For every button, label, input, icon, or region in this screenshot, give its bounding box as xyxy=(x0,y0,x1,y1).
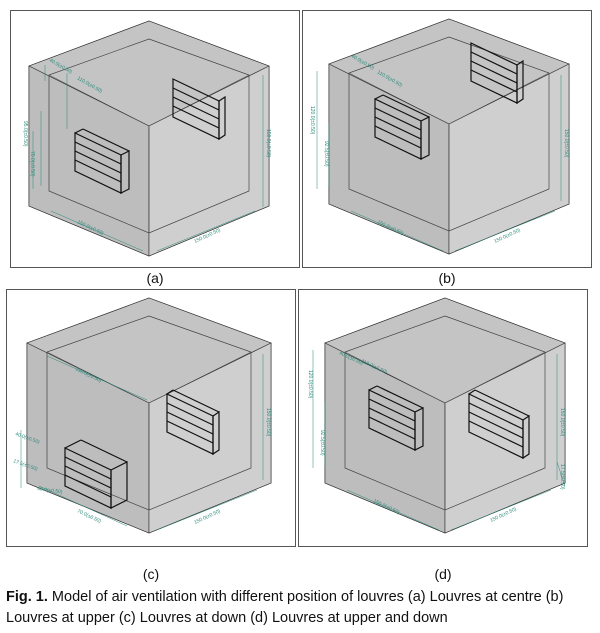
figure-panel-c: 150.0(±0.50) 40.0(±0.50) 17.5(±0.50) 40.… xyxy=(6,289,296,547)
figure-panel-b: 40.0(±0.50) 110.0(±0.50) 120.0(±0.50) 92… xyxy=(302,10,592,268)
panel-label-c: (c) xyxy=(142,566,160,582)
louvre-right-a xyxy=(172,78,226,141)
louvre-right-d xyxy=(468,389,530,460)
panel-label-b: (b) xyxy=(438,270,456,286)
dim-side-high: 120.0(±0.50) xyxy=(307,370,313,399)
louvre-left-b xyxy=(374,94,430,160)
figure-panel-a: 40.0(±0.50) 110.0(±0.50) 95.0(±0.50) 70.… xyxy=(10,10,300,268)
dim-right: 150.0(±0.50) xyxy=(563,129,569,158)
panel-label-a: (a) xyxy=(146,270,164,286)
dim-right: 150.0(±0.50) xyxy=(265,129,271,158)
dim-right: 150.0(±0.50) xyxy=(265,408,271,437)
panel-label-d: (d) xyxy=(434,566,452,582)
dim-side-low: 92.5(±0.50) xyxy=(323,141,329,167)
figure-number: Fig. 1. xyxy=(6,589,48,605)
box-drawing-b: 40.0(±0.50) 110.0(±0.50) 120.0(±0.50) 92… xyxy=(309,18,570,255)
dim-side-high: 120.0(±0.50) xyxy=(309,106,315,135)
louvre-right-c xyxy=(166,389,220,456)
dim-side-low: 92.5(±0.50) xyxy=(319,430,325,456)
caption-text: Model of air ventilation with different … xyxy=(6,589,564,626)
figure-panel-d: 40.0(±0.50) 110.0(±0.50) 120.0(±0.50) 92… xyxy=(298,289,588,547)
dim-side-high: 95.0(±0.50) xyxy=(22,121,28,147)
louvre-right-b xyxy=(470,42,524,105)
dim-right: 150.0(±0.50) xyxy=(559,408,565,437)
louvre-left-a xyxy=(74,128,130,194)
box-drawing-d: 40.0(±0.50) 110.0(±0.50) 120.0(±0.50) 92… xyxy=(307,297,566,534)
dim-side-low: 70.0(±0.50) xyxy=(29,151,35,177)
dim-right-low: 17.5(±0.50) xyxy=(559,464,565,490)
figure-caption: Fig. 1. Model of air ventilation with di… xyxy=(6,587,596,629)
louvre-left-d xyxy=(368,385,424,451)
box-drawing-c: 150.0(±0.50) 40.0(±0.50) 17.5(±0.50) 40.… xyxy=(12,297,272,534)
box-drawing-a: 40.0(±0.50) 110.0(±0.50) 95.0(±0.50) 70.… xyxy=(22,20,271,257)
dim-bottom-a: 40.0(±0.50) xyxy=(37,486,63,496)
louvre-left-c xyxy=(64,439,128,509)
